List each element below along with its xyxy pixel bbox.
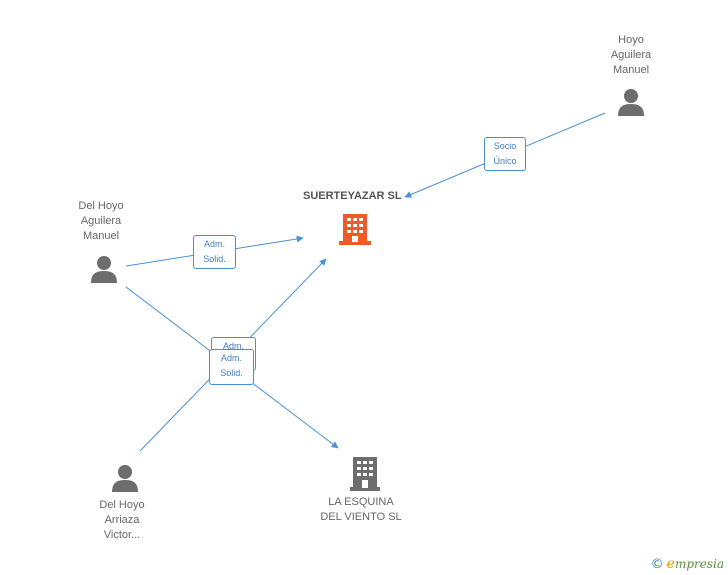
- person-icon[interactable]: [110, 463, 140, 493]
- company-name-la-esquina-del-viento[interactable]: LA ESQUINA DEL VIENTO SL: [320, 496, 402, 523]
- building-icon[interactable]: [339, 212, 371, 246]
- empresia-footer[interactable]: © e mpresia: [651, 556, 724, 572]
- person-icon[interactable]: [616, 87, 646, 117]
- person-name-del-hoyo-aguilera-manuel[interactable]: Del Hoyo Aguilera Manuel: [78, 200, 124, 242]
- copyright-icon: ©: [650, 556, 664, 572]
- company-name-suerteyazar[interactable]: SUERTEYAZAR SL: [303, 190, 402, 202]
- person-icon[interactable]: [89, 254, 119, 284]
- person-name-hoyo-aguilera-manuel[interactable]: Hoyo Aguilera Manuel: [610, 34, 652, 76]
- building-icon[interactable]: [350, 457, 380, 491]
- edge-label-socio-unico[interactable]: Socio Único: [484, 137, 526, 171]
- edge-label-adm-solid[interactable]: Adm. Solid.: [193, 235, 236, 269]
- person-name-del-hoyo-arriaza-victor[interactable]: Del Hoyo Arriaza Victor...: [99, 499, 145, 541]
- edge-label-adm-solid[interactable]: Adm. Solid.: [209, 349, 254, 385]
- brand-name: mpresia: [674, 557, 724, 571]
- brand-initial: e: [666, 556, 675, 572]
